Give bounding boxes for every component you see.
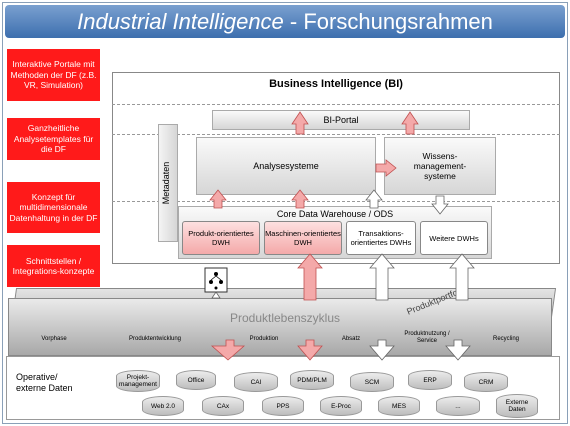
bi-title: Business Intelligence (BI) (269, 78, 403, 90)
db-eproc: E-Proc (320, 396, 362, 416)
red-box-integration: Schnittstellen / Integrations-konzepte (7, 245, 100, 287)
title-italic: Industrial Intelligence (77, 9, 284, 34)
white-up-arrow (369, 253, 395, 301)
hierarchy-node (214, 286, 218, 290)
white-down-arrow (445, 339, 471, 361)
plm-label: Produktlebenszyklus (229, 311, 341, 325)
title-bar: Industrial Intelligence - Forschungsrahm… (5, 5, 565, 38)
db-pps: PPS (262, 396, 304, 416)
white-up-arrow (365, 189, 383, 209)
hierarchy-link (210, 275, 217, 281)
white-down-arrow (431, 195, 449, 215)
db-cai: CAI (234, 372, 278, 392)
white-up-arrow (449, 253, 475, 301)
db-more: ... (436, 396, 480, 416)
hierarchy-link (215, 275, 222, 281)
title-rest: - Forschungsrahmen (283, 9, 493, 34)
knowledge-systems: Wissens-management-systeme (384, 137, 496, 195)
dwh-transaction: Transaktions-orientiertes DWHs (346, 221, 416, 255)
bi-portal: BI-Portal (212, 110, 470, 130)
pink-up-arrow (209, 189, 227, 209)
stage-service: Produktnutzung / Service (404, 331, 450, 344)
db-projektmanagement: Projekt-management (116, 370, 160, 392)
dwh-product: Produkt-orientiertes DWH (182, 221, 260, 255)
hierarchy-node (209, 280, 213, 284)
db-mes: MES (378, 396, 420, 416)
red-box-portals: Interaktive Portale mit Methoden der DF … (7, 49, 100, 101)
dwh-machine: Maschinen-orientiertes DWH (264, 221, 342, 255)
db-cax: CAx (202, 396, 244, 416)
divider-1 (112, 104, 560, 105)
pink-up-arrow (401, 111, 419, 135)
hierarchy-node (219, 280, 223, 284)
pink-up-arrow (291, 111, 309, 135)
red-box-analysis: Ganzheitliche Analysetemplates für die D… (7, 118, 100, 160)
divider-2 (112, 134, 560, 135)
pink-down-arrow (297, 339, 323, 361)
big-pink-up-arrow (297, 253, 323, 301)
stage-recycling: Recycling (492, 335, 519, 342)
stage-produktion: Produktion (249, 335, 279, 342)
pink-up-arrow (291, 189, 309, 209)
db-erp: ERP (408, 370, 452, 390)
db-office: Office (176, 370, 216, 390)
small-white-up-arrow (211, 291, 221, 299)
db-crm: CRM (464, 372, 508, 392)
white-down-arrow (369, 339, 395, 361)
operative-label: Operative/ externe Daten (16, 372, 73, 393)
db-web20: Web 2.0 (142, 396, 184, 416)
dwh-other: Weitere DWHs (420, 221, 488, 255)
pink-down-arrow (210, 339, 246, 361)
db-external: Externe Daten (496, 394, 538, 418)
pink-right-arrow (375, 159, 397, 177)
stage-vorphase: Vorphase (41, 335, 67, 342)
analysis-systems: Analysesysteme (196, 137, 376, 195)
stage-absatz: Absatz (341, 335, 361, 342)
db-scm: SCM (350, 372, 394, 392)
metadata-bar: Metadaten (158, 124, 178, 242)
db-pdm-plm: PDM/PLM (290, 370, 334, 390)
hierarchy-node (214, 272, 218, 276)
stage-produktentwicklung: Produktentwicklung (128, 335, 182, 342)
red-box-datastorage: Konzept für multidimensionale Datenhaltu… (7, 182, 100, 233)
divider-3 (112, 201, 560, 202)
